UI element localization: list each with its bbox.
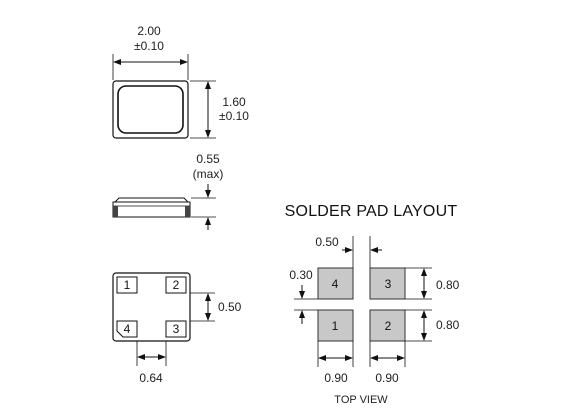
bottom-pin-3-label: 3 <box>173 322 180 336</box>
solder-gap-v-arrow-bottom <box>299 310 305 318</box>
package-lid-outline <box>117 85 184 134</box>
bottom-pitch-h-arrow-left <box>137 354 145 360</box>
width-arrow-right <box>180 59 188 65</box>
thickness-note: (max) <box>193 167 224 181</box>
thickness-value: 0.55 <box>196 152 220 166</box>
width-dimension-tolerance: ±0.10 <box>134 39 164 53</box>
solder-pad-title: SOLDER PAD LAYOUT <box>285 203 458 220</box>
solder-width-left-arrow-right <box>345 355 353 361</box>
bottom-pad-3 <box>165 320 187 338</box>
solder-pad-4 <box>317 267 354 300</box>
solder-gap-h-value: 0.50 <box>315 235 339 249</box>
height-dimension-value: 1.60 <box>222 95 246 109</box>
side-body <box>112 201 191 218</box>
solder-height-upper-arrow-bottom <box>421 291 427 299</box>
solder-pin-1-label: 1 <box>332 319 339 333</box>
solder-gap-h-arrow-right <box>370 247 378 253</box>
solder-pin-4-label: 4 <box>332 277 339 291</box>
solder-height-upper-arrow-top <box>421 268 427 276</box>
solder-width-right-value: 0.90 <box>375 371 399 385</box>
bottom-pitch-v-arrow-top <box>205 293 211 301</box>
bottom-pitch-v-value: 0.50 <box>218 300 242 314</box>
solder-width-right-arrow-right <box>397 355 405 361</box>
thickness-arrow-bottom <box>205 217 211 225</box>
top-view: 2.00 ±0.10 1.60 ±0.10 <box>112 24 249 139</box>
bottom-pad-2 <box>165 276 187 294</box>
bottom-pin-1-label: 1 <box>124 278 131 292</box>
solder-width-left-value: 0.90 <box>324 371 348 385</box>
bottom-pitch-h-value: 0.64 <box>139 371 163 385</box>
side-lid <box>113 197 190 203</box>
height-dimension-tolerance: ±0.10 <box>219 109 249 123</box>
width-arrow-left <box>113 59 121 65</box>
solder-height-lower-arrow-bottom <box>421 333 427 341</box>
solder-gap-v-arrow-top <box>299 291 305 299</box>
height-arrow-top <box>205 81 211 89</box>
solder-height-lower-value: 0.80 <box>436 318 460 332</box>
bottom-pitch-v-arrow-bottom <box>205 313 211 321</box>
solder-width-right-arrow-left <box>370 355 378 361</box>
solder-height-lower-arrow-top <box>421 310 427 318</box>
side-terminal-left <box>113 206 118 217</box>
side-terminal-right <box>185 206 190 217</box>
solder-gap-h-arrow-left <box>345 247 353 253</box>
solder-caption: TOP VIEW <box>334 394 388 406</box>
solder-pad-1 <box>317 309 354 342</box>
solder-width-left-arrow-left <box>318 355 326 361</box>
bottom-view: 1 2 4 3 0.50 0.64 <box>112 272 242 385</box>
solder-pad-layout: SOLDER PAD LAYOUT 0.50 0.30 4 3 1 2 <box>285 203 460 406</box>
bottom-pin-2-label: 2 <box>173 278 180 292</box>
solder-gap-v-value: 0.30 <box>289 268 313 282</box>
bottom-pitch-h-arrow-right <box>158 354 166 360</box>
bottom-pad-4 <box>116 320 138 338</box>
solder-pad-2 <box>369 309 406 342</box>
bottom-pin-4-label: 4 <box>124 322 131 336</box>
height-arrow-bottom <box>205 130 211 138</box>
solder-pad-3 <box>369 267 406 300</box>
solder-height-upper-value: 0.80 <box>436 278 460 292</box>
width-dimension-value: 2.00 <box>137 24 161 38</box>
bottom-pad-1 <box>116 276 138 294</box>
side-view: 0.55 (max) <box>112 152 224 230</box>
thickness-arrow-top <box>205 190 211 198</box>
solder-pin-2-label: 2 <box>385 319 392 333</box>
solder-pin-3-label: 3 <box>385 277 392 291</box>
